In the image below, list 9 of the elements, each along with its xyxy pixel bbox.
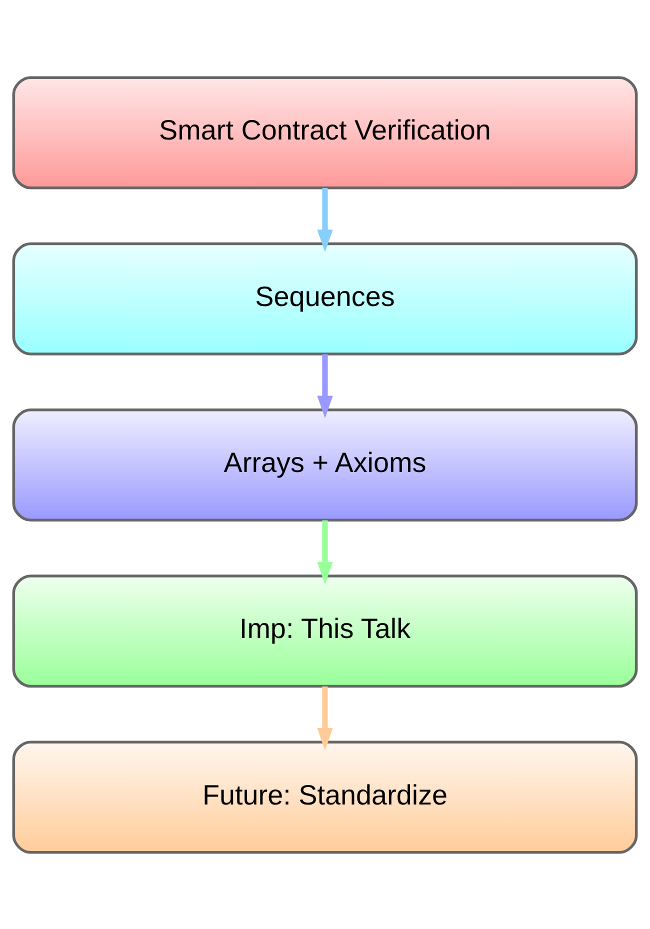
node-box: Future: Standardize xyxy=(12,740,638,854)
node-box: Smart Contract Verification xyxy=(12,76,638,189)
node-box: Arrays + Axioms xyxy=(12,408,638,522)
node-box: Sequences xyxy=(12,242,638,355)
arrow xyxy=(317,686,333,750)
node-box: Imp: This Talk xyxy=(12,574,638,688)
arrow xyxy=(317,188,333,252)
arrow xyxy=(317,520,333,584)
arrow xyxy=(317,354,333,418)
